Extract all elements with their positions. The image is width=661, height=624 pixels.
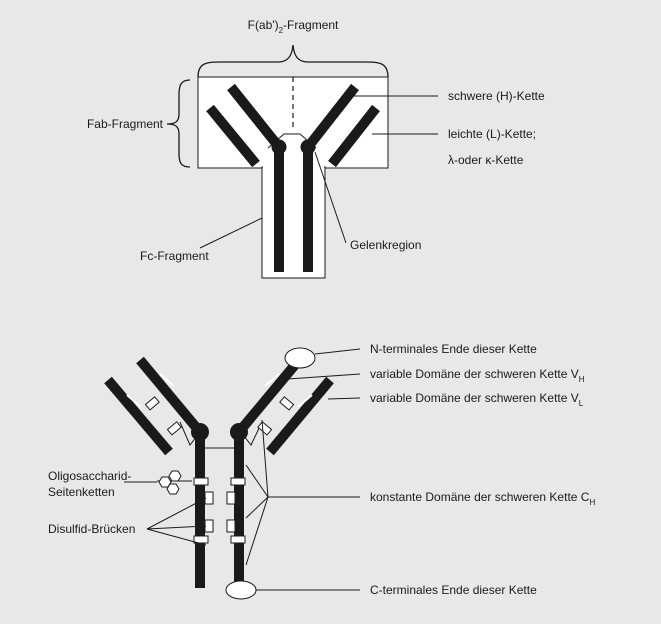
c-terminal-ellipse [225, 580, 257, 600]
var-heavy-label: variable Domäne der schweren Kette VH [370, 367, 585, 384]
stem-domain-marker-left-2 [193, 535, 209, 544]
disulfid-leader-3 [146, 528, 207, 546]
n-terminal-ellipse [284, 347, 316, 369]
const-leader-2 [245, 464, 269, 498]
var-light-leader [327, 397, 361, 400]
nterm-leader [314, 348, 361, 355]
var-heavy-leader [287, 373, 361, 380]
const-leader-3 [245, 496, 269, 519]
bottom-heavy-arm-right [235, 356, 303, 436]
stem-domain-marker-left-1 [193, 477, 209, 486]
stem-domain-marker-right-2 [230, 535, 246, 544]
light-chain-type-label: λ-oder κ-Kette [448, 153, 524, 167]
hinge-leader [314, 151, 347, 244]
disulfid-leader-2 [146, 525, 207, 530]
light-chain-label: leichte (L)-Kette; [448, 127, 536, 141]
bottom-light-chain-right [266, 376, 334, 456]
fab2-brace [197, 44, 389, 78]
oligo-label-line1: Oligosaccharid- [48, 469, 131, 483]
hinge-label: Gelenkregion [350, 238, 421, 252]
fab2-label: F(ab')2-Fragment [248, 18, 339, 35]
fc-leader [199, 217, 263, 249]
disulfid-leader-1 [146, 497, 207, 530]
fab-brace [166, 79, 191, 168]
stem-disulfide-right-2 [226, 519, 236, 533]
light-chain-left [206, 104, 260, 168]
hinge-node-right [300, 139, 316, 155]
bottom-hinge-node-left [191, 423, 209, 441]
light-chain-right [328, 104, 380, 168]
disulfide-arm-right-2 [257, 421, 273, 436]
fc-label: Fc-Fragment [140, 249, 209, 263]
hinge-node-left [271, 139, 287, 155]
cterm-label: C-terminales Ende dieser Kette [370, 583, 537, 597]
disulfide-arm-left-2 [166, 421, 182, 436]
stem-domain-marker-right-1 [230, 477, 246, 486]
fc-box [261, 166, 326, 279]
disulfide-arm-right-1 [279, 396, 295, 411]
stem-disulfide-right-1 [226, 491, 236, 505]
heavy-chain-right-arm [304, 83, 359, 151]
stem-disulfide-left-2 [204, 519, 214, 533]
heavy-chain-label: schwere (H)-Kette [448, 89, 545, 103]
bottom-heavy-arm-left [136, 356, 204, 436]
const-leader-4 [245, 496, 269, 566]
oligo-label-line2: Seitenketten [48, 485, 115, 499]
const-heavy-label: konstante Domäne der schweren Kette CH [370, 490, 595, 507]
var-light-label: variable Domäne der schweren Kette VL [370, 391, 584, 408]
top-antibody-diagram: F(ab')2-Fragment Fab-Fragment [87, 18, 545, 279]
sugar-hexagon-3 [166, 483, 180, 495]
const-leader-1 [261, 419, 269, 498]
bottom-light-chain-left [104, 376, 173, 456]
oligosaccharide-chains [157, 470, 192, 495]
nterm-label: N-terminales Ende dieser Kette [370, 342, 537, 356]
stem-disulfide-left-1 [204, 491, 214, 505]
heavy-chain-left-arm [227, 83, 283, 151]
sugar-hexagon-1 [168, 470, 182, 482]
fab-label: Fab-Fragment [87, 117, 164, 131]
disulfide-arm-left-1 [144, 396, 160, 411]
bottom-antibody-diagram: N-terminales Ende dieser Kette variable … [48, 342, 595, 600]
disulfid-label: Disulfid-Brücken [48, 522, 135, 536]
bottom-hinge-node-right [230, 423, 248, 441]
